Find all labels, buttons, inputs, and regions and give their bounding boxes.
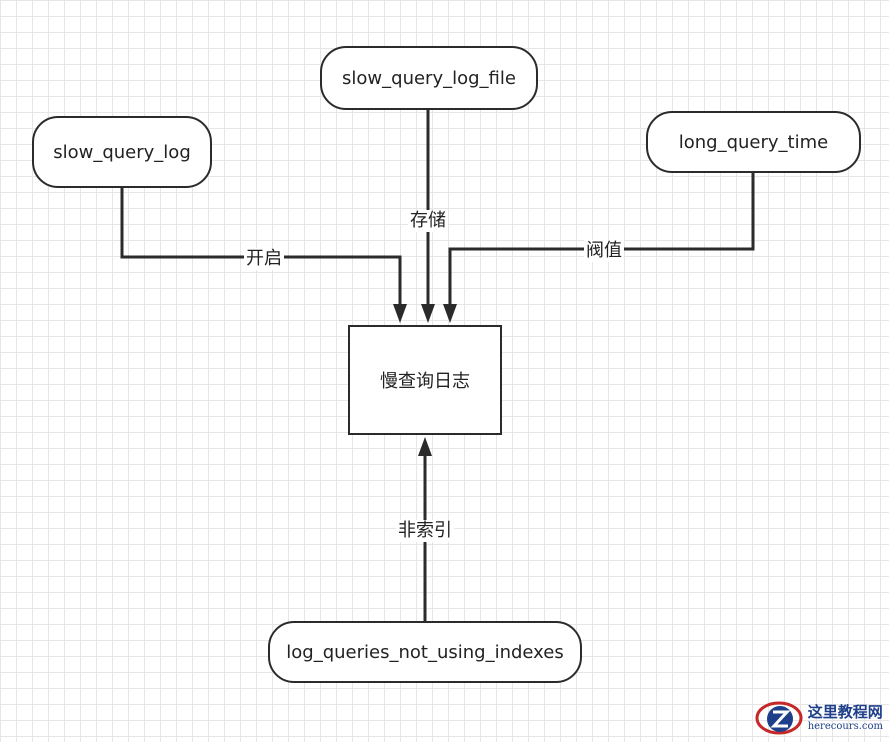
node-slow-query-log-file: slow_query_log_file [320, 46, 538, 110]
arrowhead-enable [393, 304, 407, 323]
edge-label-storage: 存储 [408, 210, 448, 232]
node-slow-query-log-center: 慢查询日志 [348, 325, 502, 435]
arrowhead-no-index [418, 437, 432, 456]
watermark-title: 这里教程网 [807, 703, 883, 722]
edge-label-no-index: 非索引 [396, 520, 454, 542]
edge-label-threshold: 阀值 [584, 240, 624, 262]
node-log-queries-label: log_queries_not_using_indexes [286, 641, 564, 663]
node-slow-query-log-file-label: slow_query_log_file [342, 67, 516, 89]
node-slow-query-log: slow_query_log [32, 116, 212, 188]
arrowhead-storage [421, 304, 435, 323]
node-slow-query-log-label: slow_query_log [53, 141, 191, 163]
watermark: 这里教程网 herecours.com [754, 698, 883, 738]
arrowhead-threshold [443, 304, 457, 323]
watermark-logo-icon [755, 701, 803, 735]
watermark-url: herecours.com [807, 720, 883, 732]
node-long-query-time-label: long_query_time [678, 131, 829, 153]
node-center-label: 慢查询日志 [380, 371, 470, 392]
node-long-query-time: long_query_time [646, 111, 861, 173]
node-log-queries-not-using-indexes: log_queries_not_using_indexes [268, 621, 582, 683]
edge-label-enable: 开启 [244, 248, 284, 270]
